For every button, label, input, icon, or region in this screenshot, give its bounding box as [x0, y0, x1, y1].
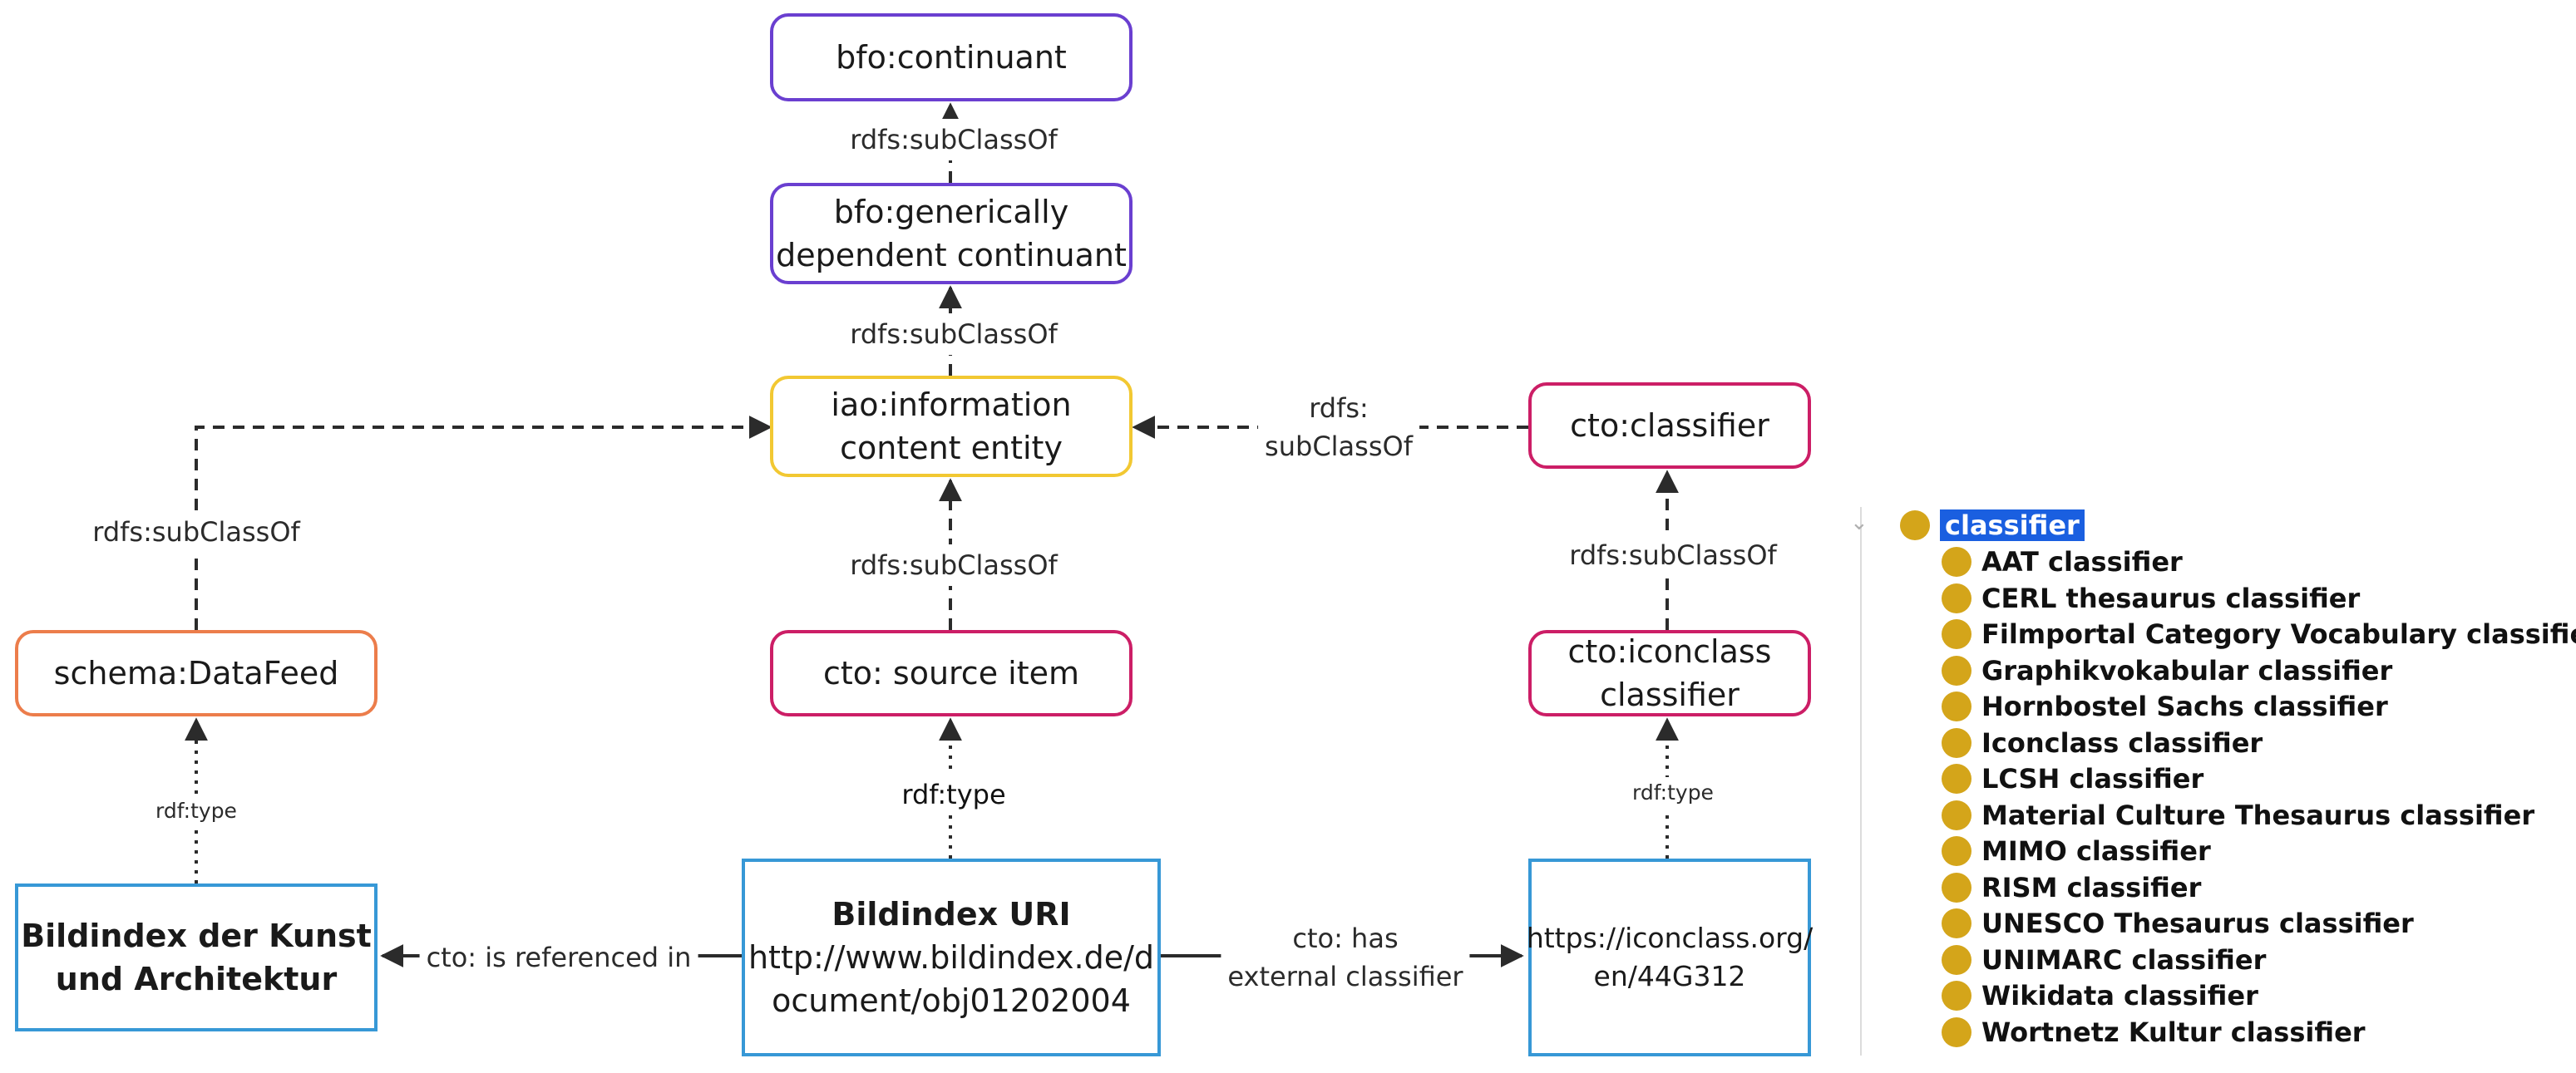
node-cto-classifier-label: cto:classifier: [1570, 407, 1769, 444]
class-dot-icon: [1942, 655, 1971, 686]
tree-item-label: RISM classifier: [1981, 871, 2202, 903]
node-bfo-continuant-label: bfo:continuant: [836, 39, 1067, 76]
tree-item-label: LCSH classifier: [1981, 763, 2204, 795]
tree-item-label: Iconclass classifier: [1981, 726, 2263, 759]
tree-item[interactable]: Hornbostel Sachs classifier: [1942, 690, 2388, 723]
node-schema-datafeed: schema:DataFeed: [15, 630, 378, 716]
tree-item[interactable]: Wikidata classifier: [1942, 979, 2258, 1012]
node-bfo-gdc-line-2: dependent continuant: [776, 237, 1127, 273]
label-subclassof-datafeed-ice: rdfs:subClassOf: [86, 511, 307, 553]
class-dot-icon: [1942, 547, 1971, 577]
node-cto-iconclass-classifier: cto:iconclass classifier: [1528, 630, 1811, 716]
class-dot-icon: [1942, 692, 1971, 721]
tree-item[interactable]: UNESCO Thesaurus classifier: [1942, 907, 2414, 940]
class-dot-icon: [1942, 764, 1971, 794]
class-dot-icon: [1942, 1016, 1971, 1047]
node-bildindex-uri-url-line-1: http://www.bildindex.de/d: [748, 939, 1155, 976]
node-iao-information-content-entity: iao:information content entity: [770, 376, 1133, 477]
tree-item[interactable]: Filmportal Category Vocabulary classifie…: [1942, 618, 2576, 651]
node-bfo-gdc-line-1: bfo:generically: [833, 194, 1069, 230]
label-subclassof-gdc-continuant: rdfs:subClassOf: [843, 119, 1064, 160]
label-subclassof-iconclass-classifier: rdfs:subClassOf: [1562, 534, 1784, 576]
class-dot-icon: [1942, 944, 1971, 975]
tree-item[interactable]: Material Culture Thesaurus classifier: [1942, 799, 2534, 832]
tree-item[interactable]: Iconclass classifier: [1942, 726, 2263, 760]
class-dot-icon: [1942, 583, 1971, 613]
node-iao-ice-line-1: iao:information: [831, 386, 1072, 423]
class-dot-icon: [1942, 908, 1971, 938]
node-bildindex-kunst-line-1: Bildindex der Kunst: [21, 918, 372, 954]
label-has-external-classifier-2: external classifier: [1227, 961, 1463, 992]
label-is-referenced-in: cto: is referenced in: [419, 937, 698, 978]
tree-item[interactable]: MIMO classifier: [1942, 834, 2211, 868]
tree-item[interactable]: RISM classifier: [1942, 871, 2201, 904]
label-has-external-classifier-1: cto: has: [1292, 923, 1399, 954]
tree-item-label: Wikidata classifier: [1981, 980, 2258, 1011]
label-subclassof-ice-gdc: rdfs:subClassOf: [843, 313, 1064, 355]
tree-root-classifier[interactable]: classifier: [1900, 507, 2085, 543]
node-bfo-generically-dependent-continuant: bfo:generically dependent continuant: [770, 183, 1133, 284]
tree-item-label: Filmportal Category Vocabulary classifie…: [1981, 618, 2576, 650]
node-iconclass-url: https://iconclass.org/ en/44G312: [1526, 859, 1814, 1056]
node-schema-datafeed-label: schema:DataFeed: [53, 655, 339, 692]
class-dot-icon: [1942, 836, 1971, 866]
node-cto-source-item-label: cto: source item: [822, 655, 1080, 692]
chevron-down-icon[interactable]: ⌄: [1850, 510, 1868, 535]
label-subclassof-split-1: rdfs:: [1309, 392, 1369, 424]
node-bildindex-der-kunst: Bildindex der Kunst und Architektur: [15, 884, 378, 1031]
node-bfo-continuant: bfo:continuant: [770, 13, 1133, 101]
node-iconclass-url-line-2: en/44G312: [1593, 960, 1746, 992]
node-iao-ice-line-2: content entity: [840, 430, 1063, 466]
label-subclassof-split-2: subClassOf: [1265, 431, 1413, 462]
node-cto-source-item: cto: source item: [770, 630, 1133, 716]
tree-item-label: UNIMARC classifier: [1981, 943, 2267, 976]
label-subclassof-classifier-ice: rdfs: subClassOf: [1258, 387, 1419, 467]
tree-item[interactable]: LCSH classifier: [1942, 762, 2203, 795]
tree-item-label: AAT classifier: [1981, 546, 2183, 578]
class-dot-icon: [1942, 872, 1971, 903]
tree-item-label: Graphikvokabular classifier: [1981, 654, 2393, 687]
label-rdftype-uri-sourceitem: rdf:type: [895, 774, 1013, 815]
node-cto-iconclass-line-2: classifier: [1600, 677, 1740, 713]
node-bildindex-uri-title: Bildindex URI: [832, 896, 1071, 933]
tree-guide-line: [1860, 507, 1862, 1056]
node-bildindex-uri-url-line-2: ocument/obj01202004: [772, 982, 1131, 1019]
node-iconclass-url-line-1: https://iconclass.org/: [1526, 922, 1814, 954]
tree-item-label: Material Culture Thesaurus classifier: [1981, 799, 2535, 831]
tree-item[interactable]: CERL thesaurus classifier: [1942, 582, 2360, 615]
label-rdftype-kunst-datafeed: rdf:type: [149, 795, 244, 827]
tree-item-label: Wortnetz Kultur classifier: [1981, 1016, 2366, 1048]
label-subclassof-sourceitem-ice: rdfs:subClassOf: [843, 544, 1064, 586]
class-dot-icon: [1942, 619, 1971, 649]
class-dot-icon: [1900, 509, 1930, 540]
label-rdftype-iconclassurl: rdf:type: [1626, 777, 1720, 809]
class-dot-icon: [1942, 800, 1971, 830]
tree-item[interactable]: Graphikvokabular classifier: [1942, 654, 2392, 687]
node-bildindex-kunst-line-2: und Architektur: [55, 961, 338, 997]
tree-item-label: Hornbostel Sachs classifier: [1981, 691, 2388, 722]
tree-item-label: UNESCO Thesaurus classifier: [1981, 908, 2414, 939]
edge-datafeed-to-ice: [195, 416, 772, 630]
tree-item[interactable]: Wortnetz Kultur classifier: [1942, 1016, 2366, 1049]
tree-item[interactable]: UNIMARC classifier: [1942, 943, 2266, 977]
tree-item-label: CERL thesaurus classifier: [1981, 582, 2361, 614]
node-cto-classifier: cto:classifier: [1528, 382, 1811, 469]
node-bildindex-uri: Bildindex URI http://www.bildindex.de/d …: [742, 859, 1161, 1056]
tree-item[interactable]: AAT classifier: [1942, 545, 2183, 578]
class-dot-icon: [1942, 981, 1971, 1011]
class-dot-icon: [1942, 727, 1971, 758]
node-cto-iconclass-line-1: cto:iconclass: [1567, 633, 1772, 670]
label-has-external-classifier: cto: has external classifier: [1221, 918, 1470, 997]
tree-item-label: MIMO classifier: [1981, 835, 2211, 867]
tree-root-label: classifier: [1940, 509, 2085, 541]
